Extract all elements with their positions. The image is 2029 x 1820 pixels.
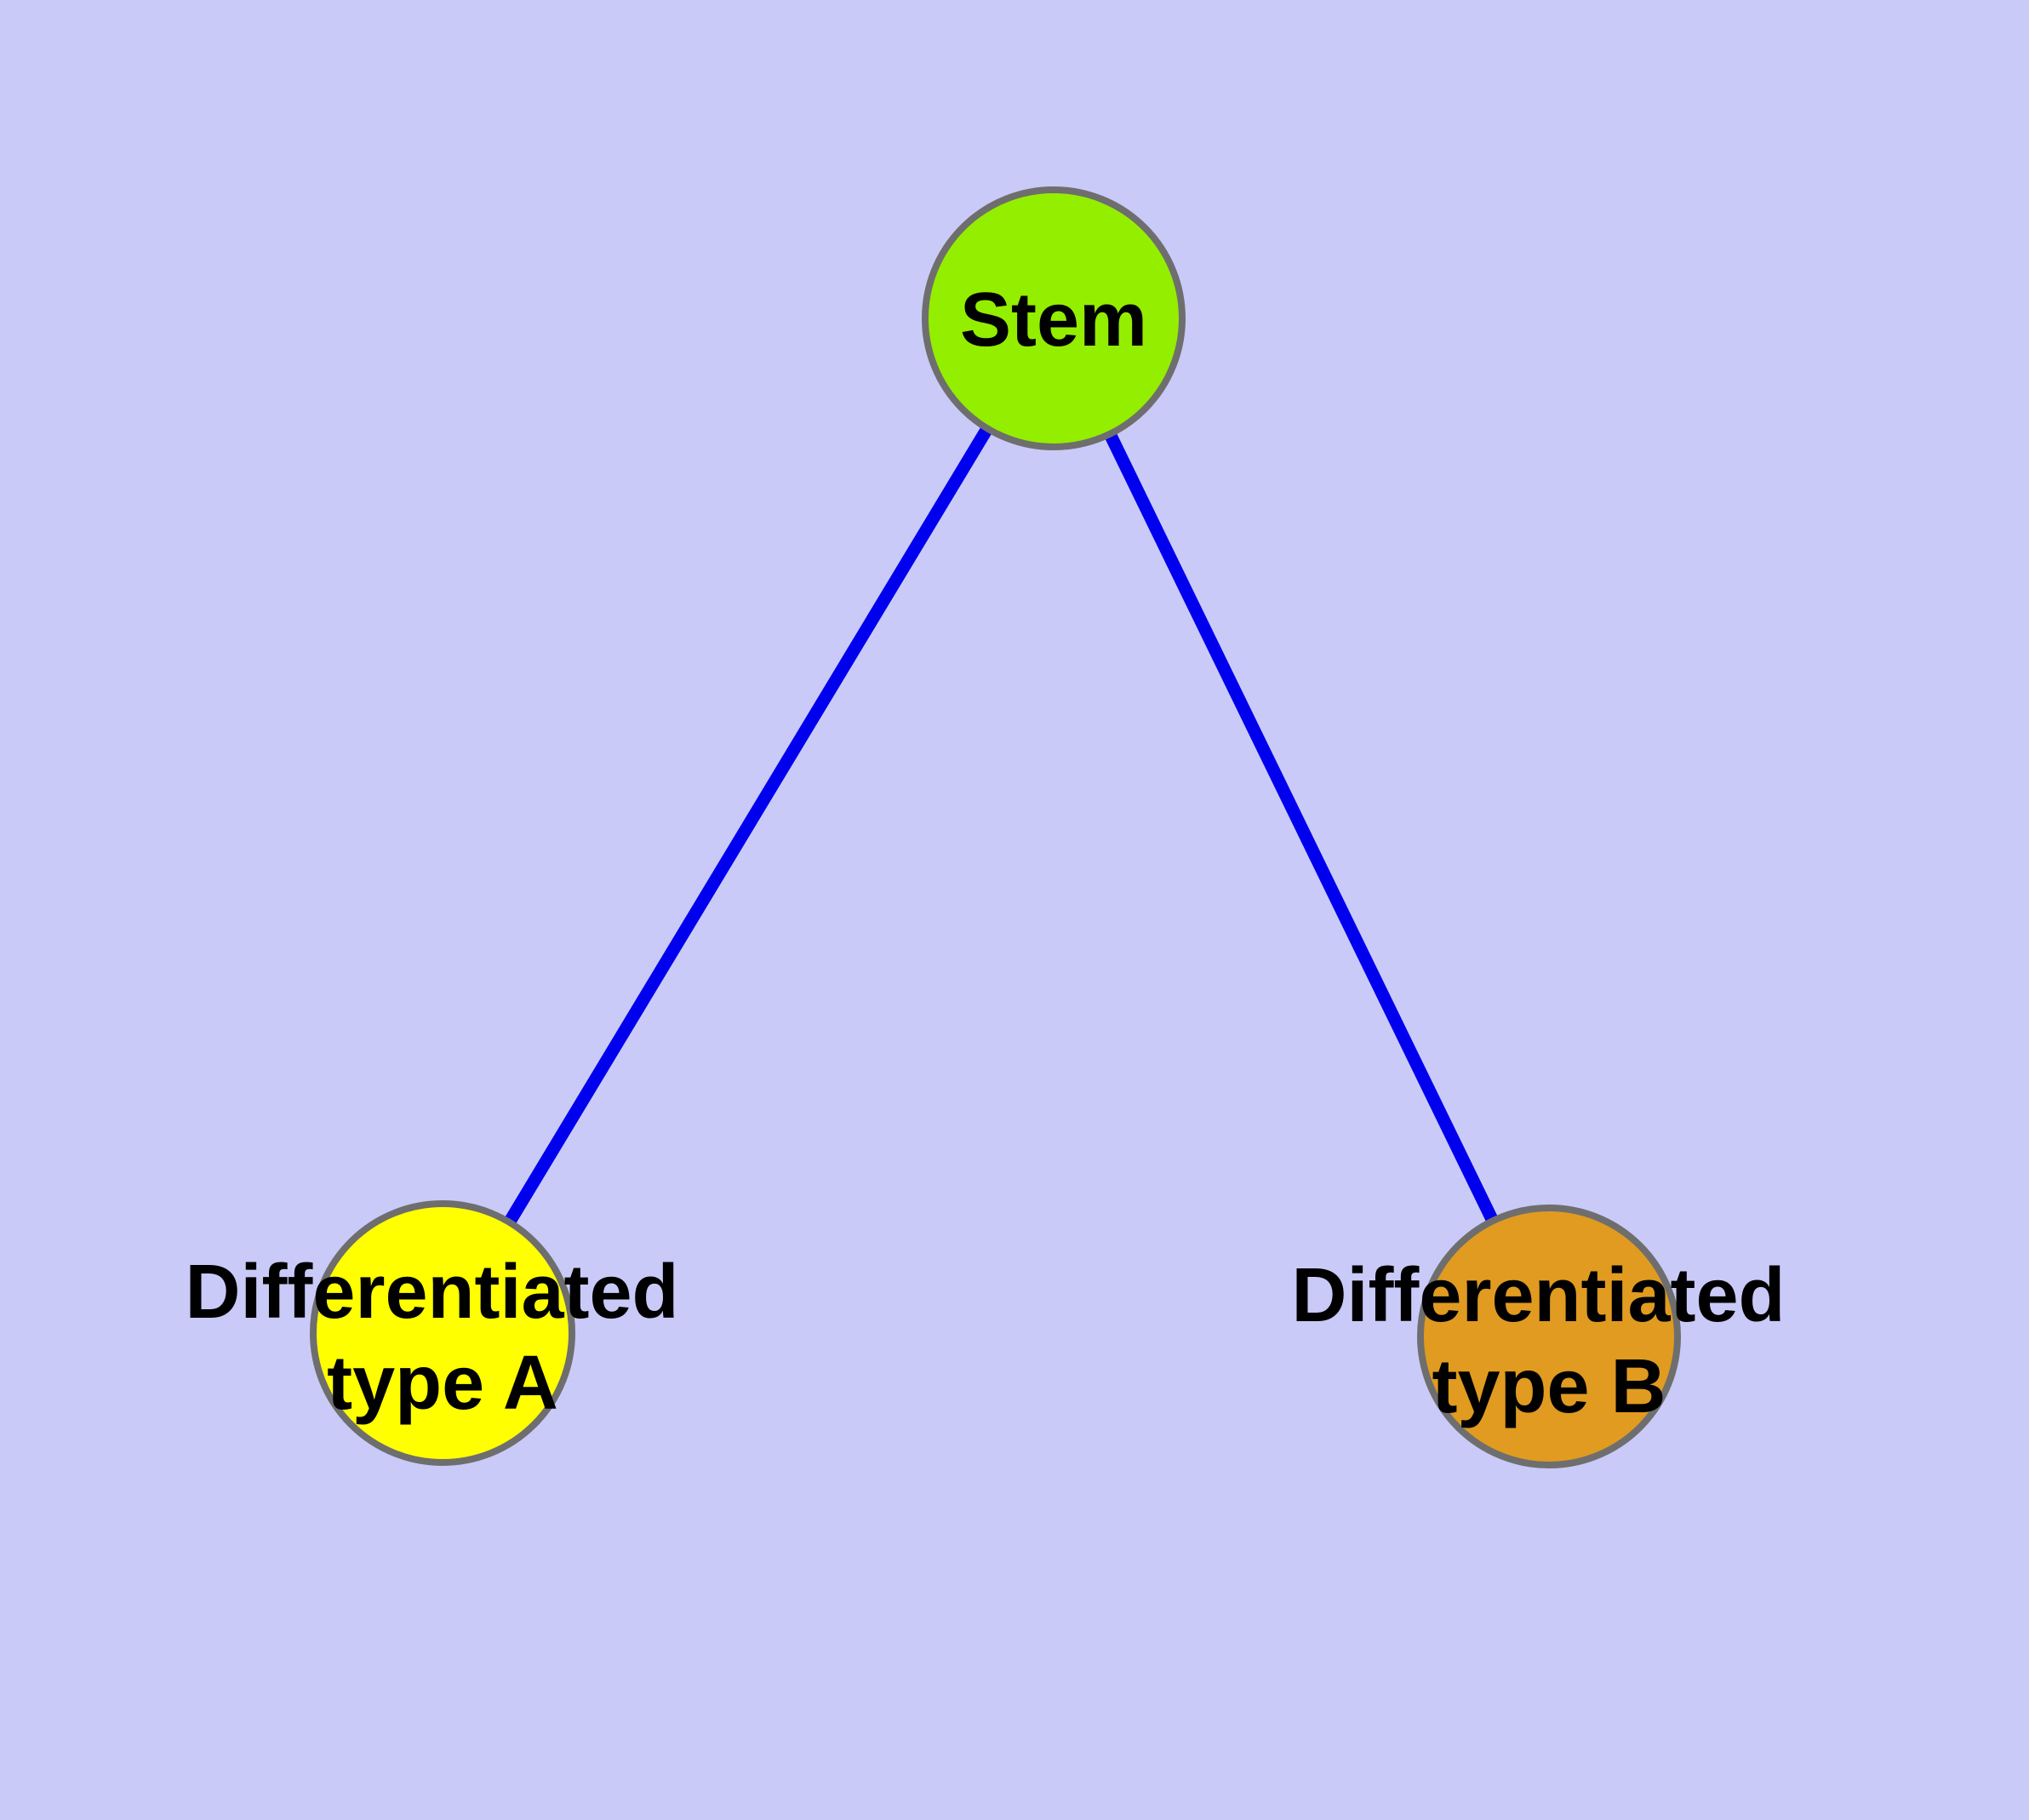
node-type-b-label-line1: Differentiated: [1291, 1253, 1785, 1338]
node-differentiated-type-b: Differentiated type B: [1291, 1205, 1806, 1468]
node-stem: Stem: [922, 186, 1186, 450]
node-type-b-circle: [1417, 1205, 1681, 1468]
node-type-a-label-line2: type A: [327, 1341, 558, 1426]
node-type-a-circle: [310, 1200, 575, 1466]
node-stem-circle: [922, 186, 1186, 450]
node-type-b-label: Differentiated type B: [1291, 1253, 1806, 1429]
node-type-a-label: Differentiated type A: [185, 1250, 700, 1426]
edge-stem-to-type-a: [437, 315, 1060, 1336]
node-differentiated-type-a: Differentiated type A: [185, 1200, 700, 1466]
node-type-b-label-line2: type B: [1432, 1344, 1666, 1429]
edges: [437, 315, 1555, 1340]
node-type-a-label-line1: Differentiated: [185, 1250, 678, 1335]
node-stem-label: Stem: [960, 278, 1147, 363]
edge-stem-to-type-b: [1048, 315, 1555, 1340]
